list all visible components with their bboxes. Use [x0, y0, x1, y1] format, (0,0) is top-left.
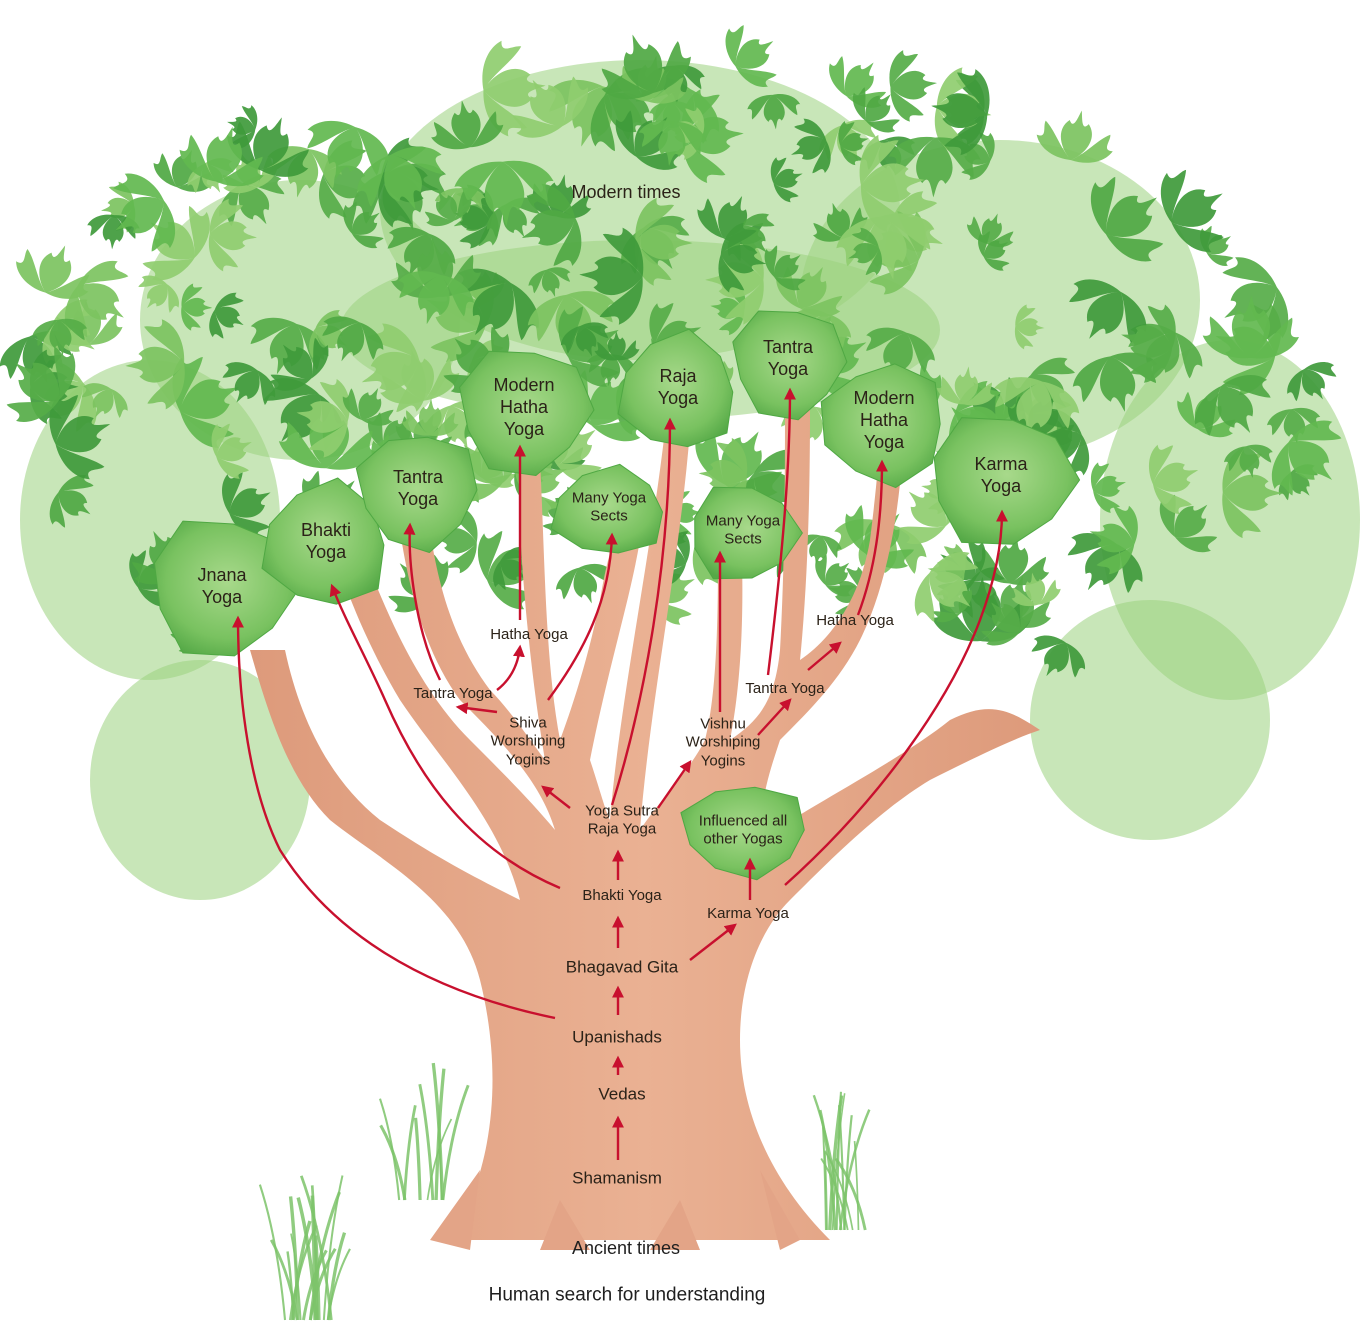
foliage-glow [1030, 600, 1270, 840]
shiva-worshiping-node: Shiva Worshiping Yogins [491, 715, 566, 770]
tantra-yoga-branch-left: Tantra Yoga [413, 685, 492, 703]
raja-yoga-crown-node: Raja Yoga [658, 366, 698, 410]
grass-blade [404, 1105, 415, 1200]
grass-blade [420, 1084, 433, 1200]
shamanism-node: Shamanism [572, 1169, 662, 1190]
tantra-yoga-crown-node-2: Tantra Yoga [763, 337, 813, 381]
upanishads-node: Upanishads [572, 1028, 662, 1049]
vishnu-worshiping-node: Vishnu Worshiping Yogins [686, 716, 761, 771]
hatha-yoga-branch-right: Hatha Yoga [816, 612, 894, 630]
influenced-all-node: Influenced all other Yogas [699, 813, 787, 850]
karma-yoga-trunk-node: Karma Yoga [707, 905, 789, 923]
arrow-icon [497, 647, 520, 690]
leaf-icon [887, 47, 941, 123]
karma-yoga-crown-node: Karma Yoga [974, 454, 1027, 498]
vedas-node: Vedas [598, 1085, 645, 1106]
bhakti-yoga-crown-node: Bhakti Yoga [301, 520, 351, 564]
grass-blade [380, 1099, 399, 1200]
many-yoga-sects-node-1: Many Yoga Sects [572, 490, 646, 527]
ancient-times-label: Ancient times [572, 1238, 680, 1260]
grass-blade [416, 1118, 421, 1200]
modern-hatha-yoga-node-1: Modern Hatha Yoga [493, 375, 554, 441]
yoga-sutra-raja-yoga-node: Yoga Sutra Raja Yoga [585, 803, 659, 840]
bhagavad-gita-node: Bhagavad Gita [566, 958, 678, 979]
jnana-yoga-node: Jnana Yoga [197, 565, 246, 609]
grass-blade [443, 1085, 468, 1200]
grass-blade [260, 1185, 285, 1320]
modern-hatha-yoga-node-2: Modern Hatha Yoga [853, 388, 914, 454]
tantra-yoga-crown-node-1: Tantra Yoga [393, 467, 443, 511]
modern-times-label: Modern times [571, 182, 680, 204]
bhakti-yoga-trunk-node: Bhakti Yoga [582, 887, 661, 905]
caption-label: Human search for understanding [489, 1283, 766, 1306]
many-yoga-sects-node-2: Many Yoga Sects [706, 513, 780, 550]
grass-blade [381, 1125, 405, 1200]
tantra-yoga-branch-right: Tantra Yoga [745, 680, 824, 698]
hatha-yoga-branch-left: Hatha Yoga [490, 626, 568, 644]
